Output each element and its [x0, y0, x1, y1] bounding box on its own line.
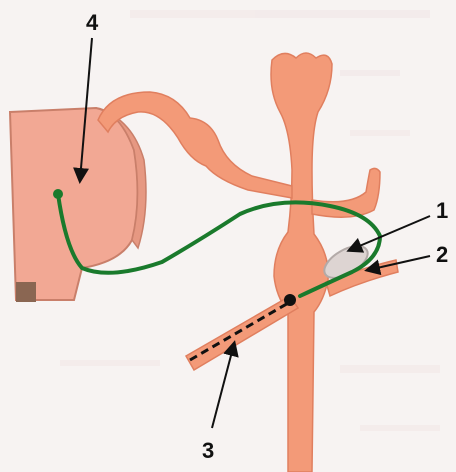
label-two: 2 [436, 242, 448, 267]
pathway-start-dot [53, 189, 63, 199]
tissue-block-shadow [16, 282, 36, 302]
label-four: 4 [86, 10, 99, 35]
arrow-two [368, 256, 430, 270]
arrow-one [350, 216, 430, 250]
label-three: 3 [202, 438, 214, 463]
vertical-trunk [271, 53, 332, 472]
label-one: 1 [436, 198, 448, 223]
dot-icon [284, 294, 296, 306]
